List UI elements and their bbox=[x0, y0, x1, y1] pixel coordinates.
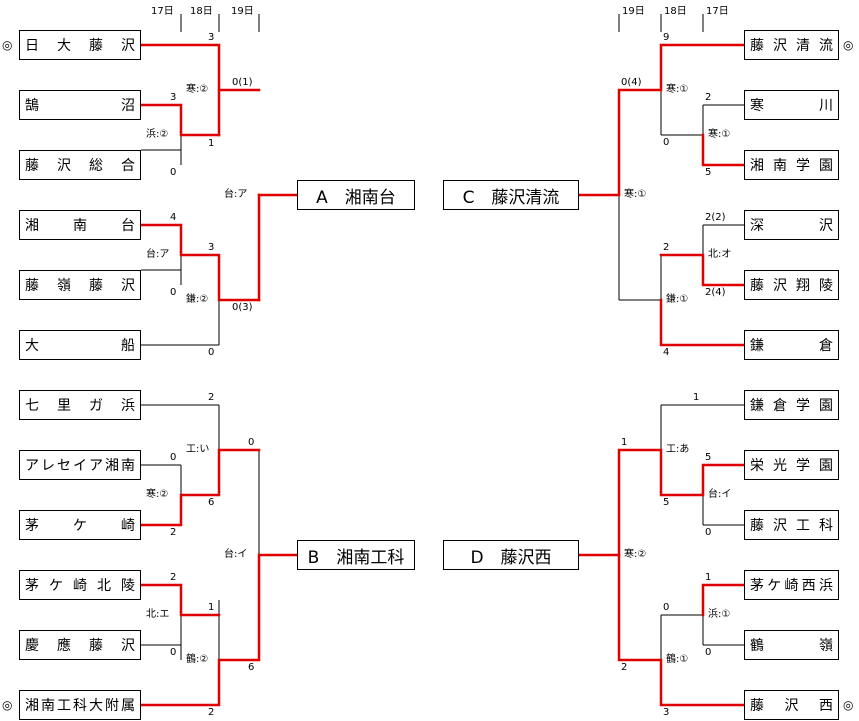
score: 0 bbox=[663, 137, 670, 148]
score: 2 bbox=[208, 392, 215, 403]
score: 5 bbox=[705, 452, 712, 463]
score: 6 bbox=[208, 497, 215, 508]
venue-label: 台:ア bbox=[224, 189, 248, 200]
venue-label: 工:あ bbox=[666, 444, 690, 455]
score: 0 bbox=[170, 167, 177, 178]
team-box: 湘南台 bbox=[19, 210, 141, 240]
date-label: 19日 bbox=[231, 6, 254, 17]
score: 3 bbox=[208, 242, 215, 253]
venue-label: 浜:① bbox=[708, 609, 731, 620]
team-box: 藤沢清流 bbox=[744, 30, 839, 60]
team-box: 鎌倉学園 bbox=[744, 390, 839, 420]
block-winner-c: C 藤沢清流 bbox=[443, 180, 579, 210]
score: 2(4) bbox=[705, 287, 726, 298]
score: 0 bbox=[208, 347, 215, 358]
score: 0 bbox=[663, 602, 670, 613]
team-box: 藤沢西 bbox=[744, 690, 839, 720]
score: 0 bbox=[170, 647, 177, 658]
venue-label: 寒:① bbox=[666, 84, 689, 95]
score: 5 bbox=[705, 167, 712, 178]
team-box: 藤沢総合 bbox=[19, 150, 141, 180]
team-box: アレセイア湘南 bbox=[19, 450, 141, 480]
venue-label: 北:エ bbox=[146, 609, 170, 620]
team-box: 藤沢翔陵 bbox=[744, 270, 839, 300]
venue-label: 寒:② bbox=[186, 84, 209, 95]
score: 2 bbox=[621, 662, 628, 673]
score: 0 bbox=[170, 287, 177, 298]
team-box: 深沢 bbox=[744, 210, 839, 240]
score: 3 bbox=[208, 32, 215, 43]
team-box: 湘南学園 bbox=[744, 150, 839, 180]
team-box: 鶴嶺 bbox=[744, 630, 839, 660]
score: 0(4) bbox=[621, 77, 642, 88]
venue-label: 寒:① bbox=[624, 189, 647, 200]
venue-label: 鎌:① bbox=[666, 294, 689, 305]
score: 2 bbox=[663, 242, 670, 253]
team-box: 七里ガ浜 bbox=[19, 390, 141, 420]
score: 0 bbox=[705, 527, 712, 538]
block-winner-b: B 湘南工科 bbox=[297, 540, 415, 570]
date-label: 18日 bbox=[664, 6, 687, 17]
score: 1 bbox=[208, 138, 215, 149]
team-box: 鎌倉 bbox=[744, 330, 839, 360]
score: 1 bbox=[621, 437, 628, 448]
seed-mark-icon: ◎ bbox=[843, 38, 854, 52]
venue-label: 台:イ bbox=[708, 489, 732, 500]
team-box: 日大藤沢 bbox=[19, 30, 141, 60]
seed-mark-icon: ◎ bbox=[843, 698, 854, 712]
date-label: 17日 bbox=[706, 6, 729, 17]
score: 4 bbox=[663, 347, 670, 358]
team-box: 寒川 bbox=[744, 90, 839, 120]
date-label: 18日 bbox=[190, 6, 213, 17]
score: 2 bbox=[170, 572, 177, 583]
score: 3 bbox=[663, 707, 670, 718]
score: 9 bbox=[663, 32, 670, 43]
team-box: 湘南工科大附属 bbox=[19, 690, 141, 720]
venue-label: 台:ア bbox=[146, 249, 170, 260]
team-box: 茅ケ崎北陵 bbox=[19, 570, 141, 600]
venue-label: 寒:② bbox=[146, 489, 169, 500]
score: 2(2) bbox=[705, 212, 726, 223]
score: 4 bbox=[170, 212, 177, 223]
venue-label: 寒:① bbox=[708, 129, 731, 140]
team-box: 大船 bbox=[19, 330, 141, 360]
team-box: 茅ケ崎 bbox=[19, 510, 141, 540]
venue-label: 鎌:② bbox=[186, 294, 209, 305]
score: 0(3) bbox=[232, 302, 253, 313]
score: 0(1) bbox=[232, 77, 253, 88]
score: 3 bbox=[170, 92, 177, 103]
team-box: 慶應藤沢 bbox=[19, 630, 141, 660]
team-box: 茅ケ崎西浜 bbox=[744, 570, 839, 600]
venue-label: 鶴:② bbox=[186, 654, 209, 665]
score: 1 bbox=[208, 602, 215, 613]
score: 2 bbox=[705, 92, 712, 103]
block-winner-a: A 湘南台 bbox=[297, 180, 415, 210]
score: 1 bbox=[705, 572, 712, 583]
score: 6 bbox=[248, 662, 255, 673]
date-label: 19日 bbox=[622, 6, 645, 17]
score: 2 bbox=[170, 527, 177, 538]
venue-label: 台:イ bbox=[224, 549, 248, 560]
score: 2 bbox=[208, 707, 215, 718]
venue-label: 北:オ bbox=[708, 249, 732, 260]
date-label: 17日 bbox=[151, 6, 174, 17]
team-box: 栄光学園 bbox=[744, 450, 839, 480]
venue-label: 工:い bbox=[186, 444, 210, 455]
score: 0 bbox=[170, 452, 177, 463]
venue-label: 鶴:① bbox=[666, 654, 689, 665]
venue-label: 浜:② bbox=[146, 129, 169, 140]
score: 5 bbox=[663, 497, 670, 508]
seed-mark-icon: ◎ bbox=[2, 38, 13, 52]
team-box: 藤嶺藤沢 bbox=[19, 270, 141, 300]
score: 0 bbox=[248, 437, 255, 448]
block-winner-d: D 藤沢西 bbox=[443, 540, 579, 570]
score: 1 bbox=[693, 392, 700, 403]
seed-mark-icon: ◎ bbox=[2, 698, 13, 712]
venue-label: 寒:② bbox=[624, 549, 647, 560]
score: 0 bbox=[705, 647, 712, 658]
team-box: 藤沢工科 bbox=[744, 510, 839, 540]
team-box: 鵠沼 bbox=[19, 90, 141, 120]
